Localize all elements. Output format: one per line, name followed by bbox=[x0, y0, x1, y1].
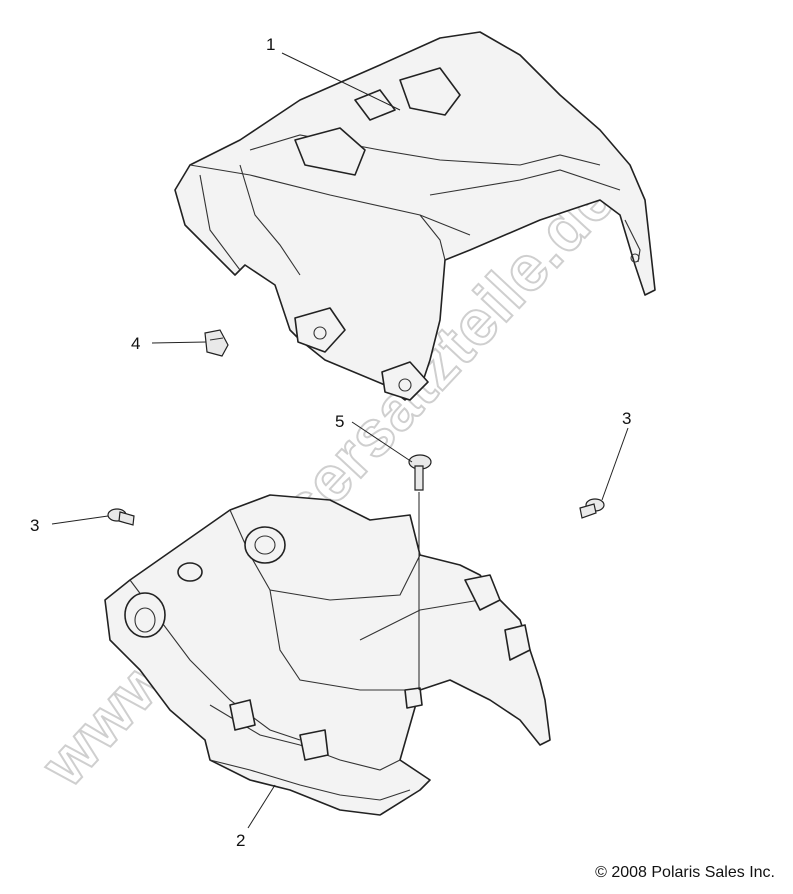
copyright-notice: © 2008 Polaris Sales Inc. bbox=[595, 864, 775, 881]
leader-lines bbox=[51, 52, 629, 829]
callout-2: 2 bbox=[236, 831, 245, 850]
screw-center bbox=[408, 454, 432, 491]
callout-1: 1 bbox=[266, 35, 275, 54]
callout-5: 5 bbox=[335, 412, 344, 431]
callout-3-left: 3 bbox=[30, 516, 39, 535]
callout-3-right: 3 bbox=[622, 409, 631, 428]
screw-left bbox=[107, 508, 135, 526]
lower-cover bbox=[104, 494, 551, 816]
upper-cover bbox=[174, 31, 656, 401]
callout-4: 4 bbox=[131, 334, 140, 353]
clip bbox=[204, 329, 229, 357]
screw-right bbox=[579, 498, 605, 519]
